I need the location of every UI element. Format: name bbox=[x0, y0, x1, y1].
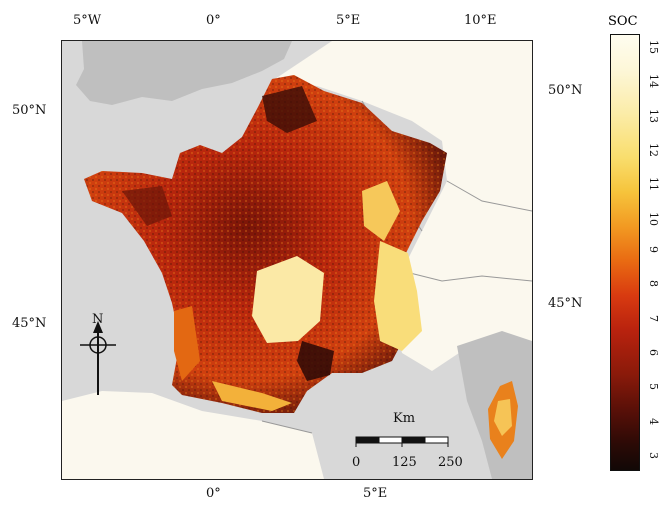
lon-label-bottom-5e: 5°E bbox=[363, 486, 388, 501]
legend-tick-4: 4 bbox=[647, 417, 660, 425]
spain-land bbox=[62, 391, 324, 479]
low-soc-west bbox=[122, 186, 172, 226]
high-soc-alps bbox=[374, 241, 422, 351]
lat-label-right-50n: 50°N bbox=[548, 83, 583, 98]
legend-tick-13: 13 bbox=[647, 108, 660, 123]
legend-tick-8: 8 bbox=[647, 280, 660, 288]
scale-bar bbox=[355, 436, 449, 447]
high-soc-landes bbox=[174, 306, 200, 381]
lon-label-top-5w: 5°W bbox=[73, 13, 102, 28]
scale-unit-label: Km bbox=[393, 411, 416, 426]
low-soc-south bbox=[297, 341, 334, 381]
uk-land bbox=[76, 41, 292, 105]
legend-tick-15: 15 bbox=[647, 40, 660, 54]
legend-tick-14: 14 bbox=[647, 74, 660, 89]
lat-label-left-50n: 50°N bbox=[12, 103, 47, 118]
lat-label-left-45n: 45°N bbox=[12, 316, 47, 331]
lat-label-right-45n: 45°N bbox=[548, 296, 583, 311]
legend-tick-11: 11 bbox=[647, 177, 660, 192]
legend-colorbar bbox=[610, 34, 640, 471]
lon-label-bottom-0: 0° bbox=[206, 486, 221, 501]
north-arrow bbox=[80, 321, 116, 395]
high-soc-massif-central bbox=[252, 256, 324, 343]
france-texture bbox=[84, 75, 447, 413]
legend-tick-6: 6 bbox=[647, 349, 660, 356]
lon-label-top-0: 0° bbox=[206, 13, 221, 28]
corsica-highland bbox=[494, 399, 512, 436]
legend-tick-3: 3 bbox=[647, 452, 660, 459]
legend-tick-9: 9 bbox=[647, 246, 660, 253]
north-label: N bbox=[92, 312, 104, 327]
low-soc-north bbox=[262, 86, 317, 133]
high-soc-pyrenees bbox=[212, 381, 292, 411]
legend-tick-7: 7 bbox=[647, 314, 660, 322]
legend-tick-10: 10 bbox=[647, 211, 660, 226]
legend-title: SOC bbox=[608, 14, 638, 29]
neighbour-land-east bbox=[272, 41, 532, 371]
scale-tick-125: 125 bbox=[392, 455, 417, 470]
lon-label-top-10e: 10°E bbox=[464, 13, 497, 28]
scale-tick-250: 250 bbox=[438, 455, 463, 470]
legend-tick-12: 12 bbox=[647, 143, 660, 157]
soc-map bbox=[62, 41, 532, 479]
scale-tick-0: 0 bbox=[352, 455, 361, 470]
legend-tick-5: 5 bbox=[647, 383, 660, 391]
high-soc-jura bbox=[362, 181, 400, 241]
lon-label-top-5e: 5°E bbox=[336, 13, 361, 28]
map-panel bbox=[61, 40, 533, 480]
